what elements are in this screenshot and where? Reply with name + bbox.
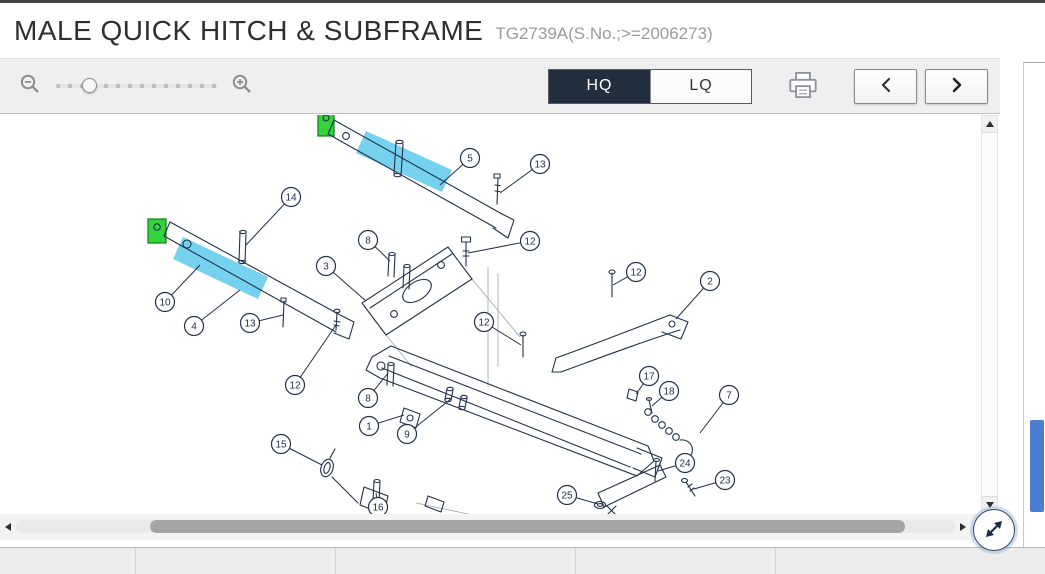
callout-balloon-2[interactable]: 2 (675, 270, 721, 320)
callout-balloon-12[interactable]: 12 (473, 311, 522, 346)
callout-balloon-12[interactable]: 12 (284, 324, 337, 396)
diagram-viewer: 14 10 4 13 12 5 13 8 3 12 12 12 2 17 18 7 8 1 9 15 16 24 23 25 (0, 115, 1000, 514)
callout-balloon-1[interactable]: 1 (358, 414, 405, 437)
svg-text:13: 13 (244, 319, 256, 330)
callout-balloon-8[interactable]: 8 (357, 229, 391, 262)
svg-text:2: 2 (707, 277, 713, 288)
chevron-left-icon (879, 76, 893, 97)
svg-text:9: 9 (404, 430, 410, 441)
svg-text:13: 13 (534, 160, 546, 171)
svg-text:8: 8 (365, 236, 371, 247)
callout-balloon-23[interactable]: 23 (693, 469, 736, 491)
viewer-toolbar: HQ LQ (0, 58, 1000, 114)
callout-balloon-12[interactable]: 12 (612, 261, 647, 286)
side-panel (1000, 58, 1045, 547)
callout-balloon-3[interactable]: 3 (315, 255, 367, 302)
callout-balloon-14[interactable]: 14 (245, 186, 302, 246)
horizontal-scroll-thumb[interactable] (150, 520, 905, 533)
magnifier-plus-icon (230, 73, 256, 100)
scroll-left-button[interactable] (1, 519, 15, 535)
callout-balloon-18[interactable]: 18 (651, 380, 680, 407)
callout-balloon-24[interactable]: 24 (657, 452, 696, 474)
callout-balloon-10[interactable]: 10 (154, 264, 201, 313)
quality-toggle: HQ LQ (548, 68, 752, 104)
callout-balloon-17[interactable]: 17 (635, 365, 660, 395)
svg-text:23: 23 (719, 476, 731, 487)
zoom-slider[interactable] (56, 76, 218, 96)
callout-balloon-5[interactable]: 5 (439, 147, 481, 186)
callout-balloon-25[interactable]: 25 (556, 484, 599, 506)
parts-diagram: 14 10 4 13 12 5 13 8 3 12 12 12 2 17 18 7 8 1 9 15 16 24 23 25 (147, 115, 740, 514)
scroll-up-button[interactable] (982, 116, 997, 133)
page-title: MALE QUICK HITCH & SUBFRAME (14, 14, 484, 46)
lq-button[interactable]: LQ (650, 69, 751, 103)
svg-text:24: 24 (679, 459, 691, 470)
vertical-scrollbar[interactable] (981, 115, 998, 514)
svg-text:12: 12 (289, 381, 301, 392)
svg-text:12: 12 (478, 318, 490, 329)
side-panel-top-border (1023, 62, 1045, 63)
callout-balloon-13[interactable]: 13 (239, 312, 284, 334)
next-page-button[interactable] (925, 68, 988, 104)
callout-balloon-7[interactable]: 7 (699, 384, 740, 434)
side-panel-divider (1023, 62, 1024, 547)
svg-text:5: 5 (467, 154, 473, 165)
page-subtitle: TG2739A(S.No.;>=2006273) (495, 23, 713, 43)
svg-text:15: 15 (275, 440, 287, 451)
triangle-down-icon (985, 502, 994, 508)
window-top-edge (0, 0, 1045, 3)
chevron-right-icon (950, 76, 964, 97)
parts-table-header (0, 547, 1045, 574)
zoom-out-button[interactable] (16, 71, 46, 102)
svg-text:3: 3 (323, 262, 329, 273)
svg-text:17: 17 (643, 372, 655, 383)
magnifier-minus-icon (18, 73, 44, 100)
callout-balloon-13[interactable]: 13 (499, 153, 551, 194)
zoom-in-button[interactable] (228, 71, 258, 102)
svg-text:14: 14 (285, 193, 297, 204)
diagram-line-art (153, 115, 696, 514)
svg-text:1: 1 (366, 422, 372, 433)
svg-text:25: 25 (561, 491, 573, 502)
callout-balloon-16[interactable]: 16 (367, 492, 389, 514)
callout-balloon-8[interactable]: 8 (357, 372, 389, 409)
svg-text:10: 10 (159, 298, 171, 309)
column-separator (775, 548, 776, 574)
svg-text:7: 7 (726, 391, 732, 402)
zoom-slider-track (56, 84, 218, 88)
side-panel-scroll-thumb[interactable] (1030, 420, 1044, 512)
hq-button[interactable]: HQ (549, 69, 650, 103)
triangle-right-icon (960, 523, 966, 531)
callout-balloon-4[interactable]: 4 (183, 289, 241, 337)
svg-text:4: 4 (191, 322, 197, 333)
scroll-down-button[interactable] (982, 496, 997, 513)
svg-text:12: 12 (630, 268, 642, 279)
diagonal-resize-icon (983, 518, 1005, 543)
scroll-right-button[interactable] (956, 519, 970, 535)
page-header: MALE QUICK HITCH & SUBFRAME TG2739A(S.No… (0, 3, 1045, 58)
svg-text:18: 18 (663, 387, 675, 398)
print-button[interactable] (784, 68, 822, 105)
column-separator (135, 548, 136, 574)
column-separator (335, 548, 336, 574)
prev-page-button[interactable] (854, 68, 917, 104)
triangle-left-icon (5, 523, 11, 531)
callout-balloon-15[interactable]: 15 (270, 433, 323, 466)
zoom-slider-handle[interactable] (81, 78, 97, 93)
callouts-layer: 14 10 4 13 12 5 13 8 3 12 12 12 2 17 18 7 8 1 9 15 16 24 23 25 (154, 147, 740, 514)
svg-text:16: 16 (372, 503, 384, 514)
triangle-up-icon (985, 121, 994, 127)
fullscreen-button[interactable] (973, 509, 1015, 551)
horizontal-scrollbar[interactable] (0, 514, 1000, 540)
column-separator (575, 548, 576, 574)
svg-text:8: 8 (365, 394, 371, 405)
callout-balloon-9[interactable]: 9 (396, 397, 453, 445)
callout-balloon-12[interactable]: 12 (467, 230, 541, 254)
svg-text:12: 12 (524, 237, 536, 248)
printer-icon (786, 70, 820, 103)
